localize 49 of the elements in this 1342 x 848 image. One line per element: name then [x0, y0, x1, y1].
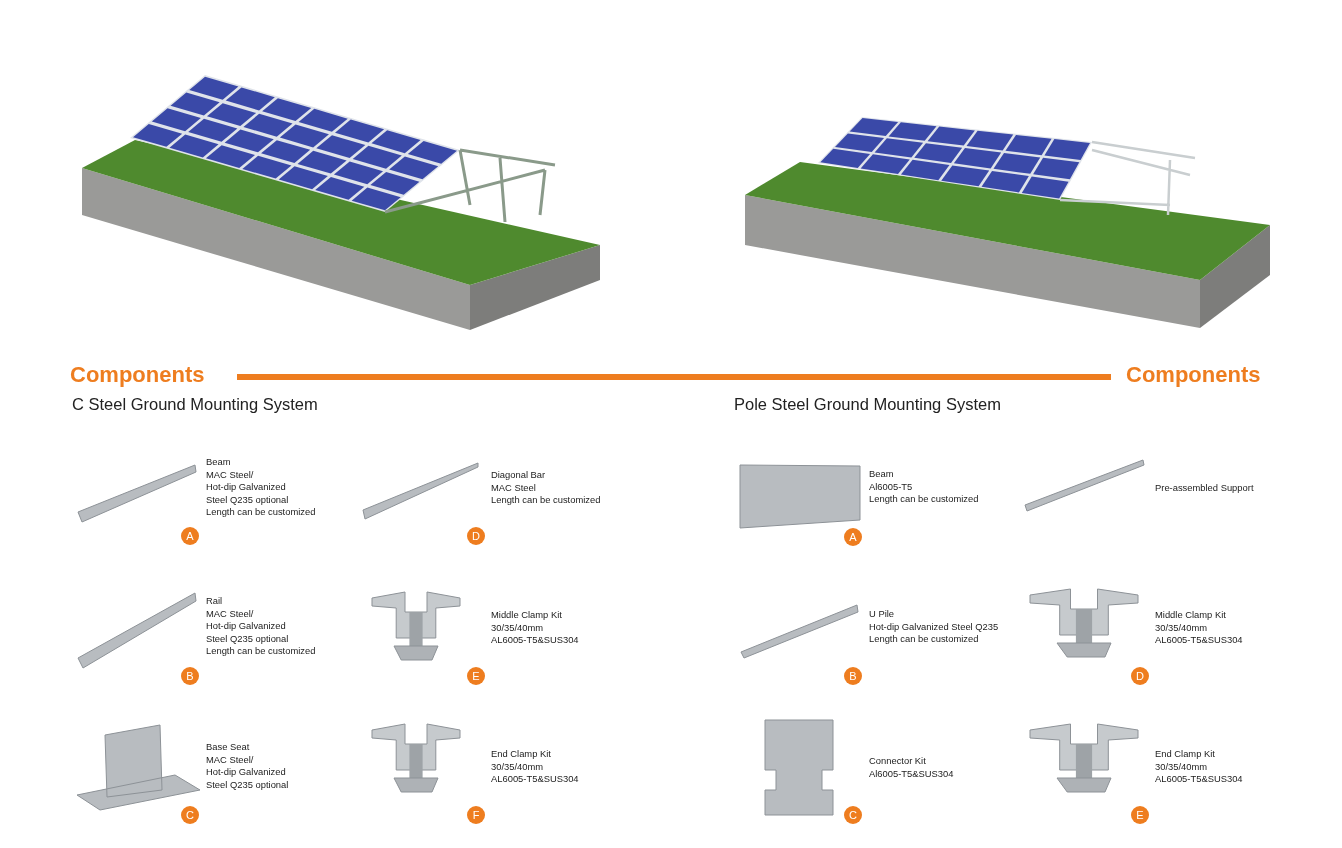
- letter-badge: B: [844, 667, 862, 685]
- letter-badge: A: [181, 527, 199, 545]
- part-name: Connector Kit: [869, 755, 926, 768]
- spec-text: Hot-dip Galvanized Steel Q235: [869, 620, 999, 634]
- spec-text: AL6005-T5&SUS304: [1155, 773, 1243, 786]
- spec-text: AL6005-T5&SUS304: [1155, 634, 1243, 647]
- letter-badge: E: [467, 667, 485, 685]
- spec-text: Steel Q235 optional: [206, 778, 289, 792]
- spec-text: Steel Q235 optional: [206, 493, 289, 507]
- part-name: Beam: [206, 456, 231, 469]
- spec-text: 30/35/40mm: [491, 760, 544, 774]
- spec-text: MAC Steel/: [206, 607, 254, 621]
- spec-text: Steel Q235 optional: [206, 632, 289, 646]
- part-name: Rail: [206, 595, 223, 608]
- part-name: End Clamp Kit: [491, 748, 551, 761]
- part-name: End Clamp Kit: [1155, 748, 1215, 761]
- spec-text: Length can be customized: [869, 633, 979, 646]
- spec-text: AL6005-T5&SUS304: [491, 773, 579, 786]
- spec-text: 30/35/40mm: [1155, 760, 1208, 774]
- spec-text: Al6005-T5&SUS304: [869, 767, 954, 781]
- letter-badge: A: [844, 528, 862, 546]
- part-name: Middle Clamp Kit: [491, 609, 562, 622]
- letter-badge: B: [181, 667, 199, 685]
- letter-badge: E: [1131, 806, 1149, 824]
- part-name: Middle Clamp Kit: [1155, 609, 1226, 622]
- part-name: Pre-assembled Support: [1155, 482, 1254, 495]
- part-name: Diagonal Bar: [491, 469, 546, 482]
- section-heading: Components: [70, 362, 205, 388]
- letter-badge: F: [467, 806, 485, 824]
- spec-text: Length can be customized: [491, 494, 601, 507]
- letter-badge: D: [1131, 667, 1149, 685]
- part-name: U Pile: [869, 608, 894, 621]
- spec-text: 30/35/40mm: [1155, 621, 1208, 635]
- letter-badge: C: [181, 806, 199, 824]
- part-name: Base Seat: [206, 741, 250, 754]
- system-title: C Steel Ground Mounting System: [72, 395, 318, 414]
- spec-text: MAC Steel/: [206, 468, 254, 482]
- letter-badge: D: [467, 527, 485, 545]
- spec-text: Al6005-T5: [869, 480, 913, 494]
- spec-text: Length can be customized: [206, 645, 316, 658]
- section-heading: Components: [1126, 362, 1261, 388]
- letter-badge: C: [844, 806, 862, 824]
- spec-text: Length can be customized: [206, 506, 316, 519]
- spec-text: AL6005-T5&SUS304: [491, 634, 579, 647]
- spec-text: MAC Steel: [491, 481, 536, 495]
- spec-text: 30/35/40mm: [491, 621, 544, 635]
- system-title: Pole Steel Ground Mounting System: [734, 395, 1001, 414]
- spec-text: MAC Steel/: [206, 753, 254, 767]
- part-name: Beam: [869, 468, 894, 481]
